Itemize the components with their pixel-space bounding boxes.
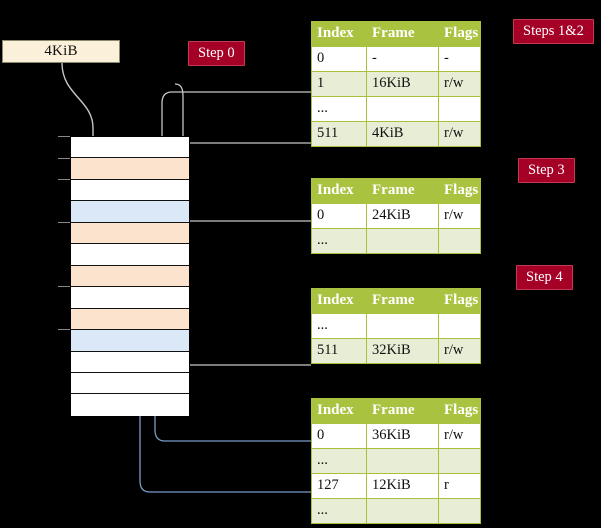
page-table-level-4: Index Frame Flags 0 - - 1 16KiB r/w ... … [311, 21, 481, 147]
memory-row-page [71, 201, 189, 223]
memory-row-frame [71, 158, 189, 180]
cell-index: 0 [311, 203, 367, 229]
cell-frame [366, 448, 439, 474]
memory-row [71, 394, 189, 416]
table-header-row: Index Frame Flags [311, 288, 481, 314]
column-header-index: Index [311, 178, 367, 204]
column-header-index: Index [311, 288, 367, 314]
column-header-index: Index [311, 398, 367, 424]
cell-flags: r/w [438, 121, 481, 147]
cell-frame: 24KiB [366, 203, 439, 229]
cell-flags: - [438, 46, 481, 72]
table-row: 127 12KiB r [311, 473, 481, 499]
memory-tick [58, 158, 71, 159]
page-size-box: 4KiB [2, 40, 120, 63]
memory-row-frame [71, 308, 189, 331]
memory-row-frame [71, 265, 189, 288]
page-size-label: 4KiB [44, 43, 78, 59]
table-row: 0 36KiB r/w [311, 423, 481, 449]
cell-index: 1 [311, 71, 367, 97]
cell-flags: r/w [438, 338, 481, 364]
step-badge-step-4: Step 4 [516, 265, 573, 291]
step-badge-step-3: Step 3 [518, 158, 575, 184]
cell-index: ... [311, 498, 367, 524]
page-table-level-3: Index Frame Flags 0 24KiB r/w ... [311, 178, 481, 254]
cell-flags: r/w [438, 203, 481, 229]
cell-flags: r [438, 473, 481, 499]
cell-frame: - [366, 46, 439, 72]
column-header-index: Index [311, 21, 367, 47]
step-badge-step-3-label: Step 3 [528, 162, 565, 178]
column-header-flags: Flags [438, 288, 481, 314]
column-header-flags: Flags [438, 398, 481, 424]
table-row: ... [311, 498, 481, 524]
column-header-frame: Frame [366, 288, 439, 314]
cell-index: 511 [311, 121, 367, 147]
memory-column [70, 136, 190, 416]
table-row: ... [311, 313, 481, 339]
cell-frame [366, 96, 439, 122]
memory-tick [58, 179, 71, 180]
table-row-highlighted: 511 4KiB r/w [311, 121, 481, 147]
memory-tick [58, 329, 71, 330]
cell-frame: 16KiB [366, 71, 439, 97]
cell-flags: r/w [438, 423, 481, 449]
cell-index: ... [311, 448, 367, 474]
step-badge-step-4-label: Step 4 [526, 269, 563, 285]
table-header-row: Index Frame Flags [311, 21, 481, 47]
memory-row [71, 351, 189, 373]
table-row: ... [311, 448, 481, 474]
cell-flags [438, 313, 481, 339]
memory-row [71, 137, 189, 159]
cell-index: 127 [311, 473, 367, 499]
memory-tick [58, 136, 71, 137]
column-header-frame: Frame [366, 398, 439, 424]
cell-index: ... [311, 228, 367, 254]
cell-frame [366, 228, 439, 254]
column-header-flags: Flags [438, 178, 481, 204]
table-header-row: Index Frame Flags [311, 398, 481, 424]
cell-frame: 4KiB [366, 121, 439, 147]
step-badge-step-0-label: Step 0 [198, 45, 235, 61]
table-row: ... [311, 96, 481, 122]
table-row: 0 24KiB r/w [311, 203, 481, 229]
cell-index: ... [311, 96, 367, 122]
table-row: 0 - - [311, 46, 481, 72]
table-header-row: Index Frame Flags [311, 178, 481, 204]
memory-row-frame [71, 222, 189, 245]
table-row: ... [311, 228, 481, 254]
memory-tick [58, 286, 71, 287]
cell-frame: 12KiB [366, 473, 439, 499]
cell-index: 0 [311, 46, 367, 72]
step-badge-steps-1-2: Steps 1&2 [513, 19, 594, 45]
cell-flags [438, 448, 481, 474]
cell-frame: 32KiB [366, 338, 439, 364]
column-header-flags: Flags [438, 21, 481, 47]
memory-row [71, 179, 189, 202]
cell-frame: 36KiB [366, 423, 439, 449]
cell-flags [438, 228, 481, 254]
memory-row-page [71, 330, 189, 352]
cell-flags: r/w [438, 71, 481, 97]
memory-row [71, 244, 189, 266]
step-badge-steps-1-2-label: Steps 1&2 [523, 23, 584, 39]
cell-flags [438, 96, 481, 122]
cell-index: ... [311, 313, 367, 339]
page-table-level-2: Index Frame Flags ... 511 32KiB r/w [311, 288, 481, 364]
cell-frame [366, 313, 439, 339]
column-header-frame: Frame [366, 21, 439, 47]
column-header-frame: Frame [366, 178, 439, 204]
page-table-level-1: Index Frame Flags 0 36KiB r/w ... 127 12… [311, 398, 481, 524]
cell-index: 511 [311, 338, 367, 364]
cell-flags [438, 498, 481, 524]
table-row: 1 16KiB r/w [311, 71, 481, 97]
cell-index: 0 [311, 423, 367, 449]
memory-tick [58, 222, 71, 223]
cell-frame [366, 498, 439, 524]
memory-row [71, 372, 189, 395]
memory-row [71, 287, 189, 309]
table-row: 511 32KiB r/w [311, 338, 481, 364]
step-badge-step-0: Step 0 [188, 41, 245, 67]
